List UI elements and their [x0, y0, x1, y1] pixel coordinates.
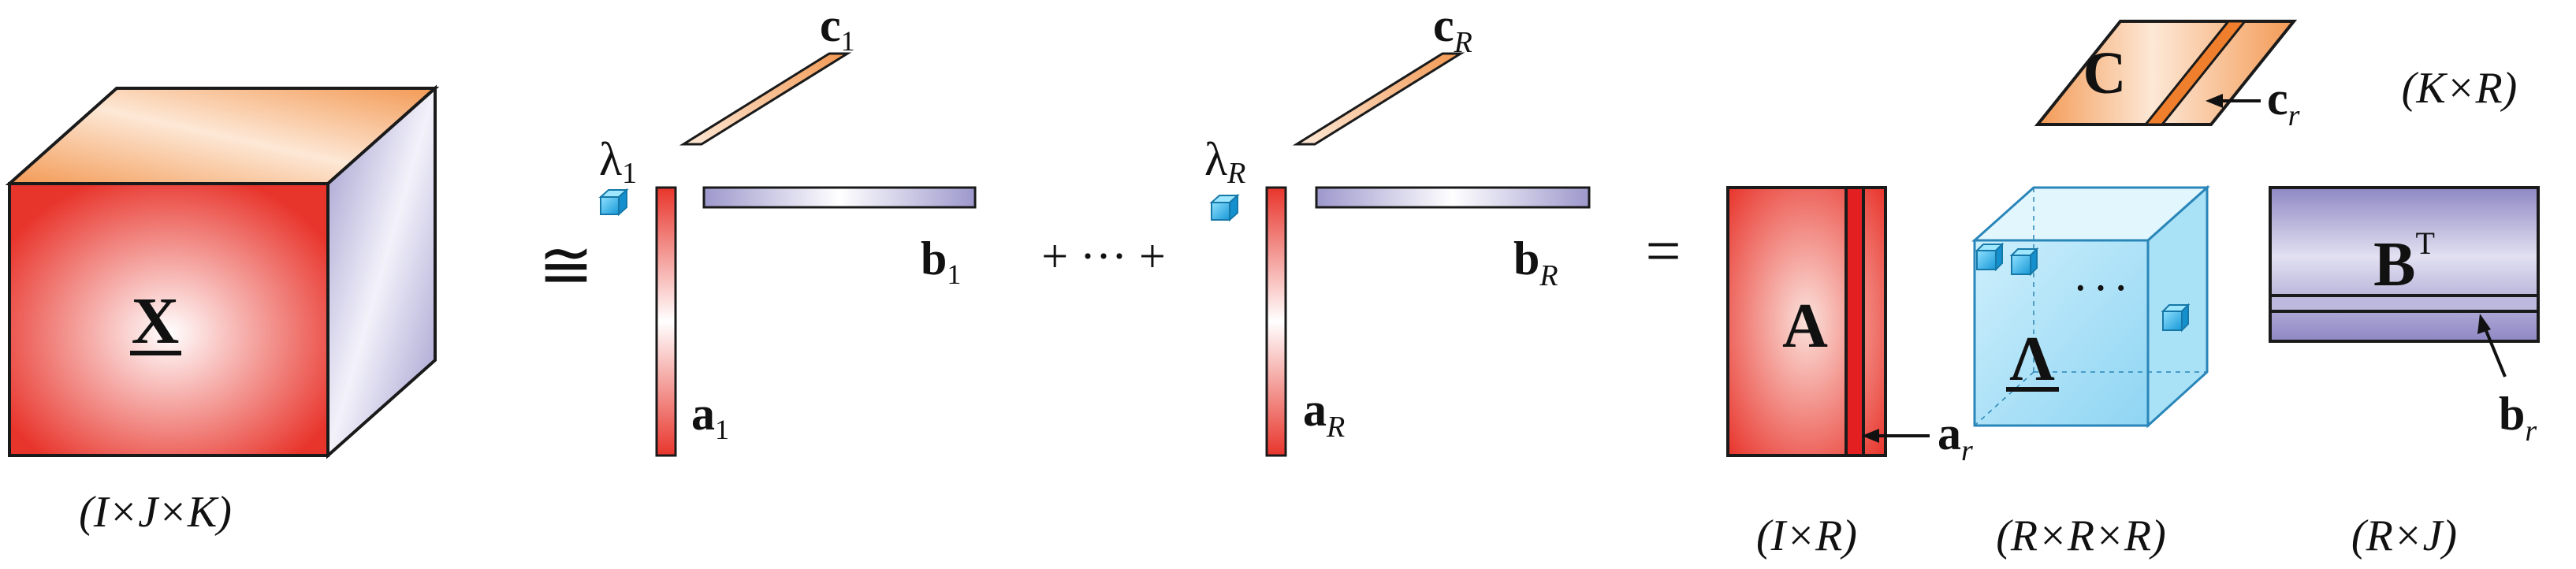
- matrix-c-label: C: [2083, 40, 2127, 106]
- matrix-a: A ar (I×R): [1726, 186, 1973, 560]
- approx-symbol: ≅: [538, 229, 594, 303]
- equals-symbol: =: [1645, 217, 1681, 286]
- vector-bR-label: bR: [1513, 232, 1558, 292]
- tensor-dims: (I×J×K): [79, 488, 232, 537]
- column-ar-label: ar: [1938, 407, 1973, 467]
- vector-c1: [679, 52, 852, 146]
- core-dims: (R×R×R): [1996, 511, 2166, 560]
- tensor-front-face: [8, 182, 329, 457]
- arrow-ar-head: [1862, 429, 1879, 443]
- matrix-bt-dims: (R×J): [2351, 511, 2457, 560]
- vector-b1: [702, 186, 977, 209]
- row-br-label: br: [2499, 388, 2537, 448]
- lambda-1-symbol: λ1: [599, 133, 637, 190]
- vector-aR-label: aR: [1303, 384, 1345, 444]
- vector-a1: [655, 186, 677, 457]
- lambda-R-cube: [1209, 193, 1240, 222]
- matrix-c: C cr (K×R): [2034, 20, 2518, 132]
- tensor-x: X (I×J×K): [5, 84, 440, 537]
- vector-b1-label: b1: [921, 232, 961, 290]
- core-front-face: [1973, 239, 2150, 427]
- matrix-bt-label: BT: [2373, 225, 2435, 299]
- matrix-c-row-cr: [2142, 20, 2248, 126]
- tensor-symbol: X: [132, 284, 180, 358]
- core-diagonal-cube-1: [1975, 242, 2005, 272]
- core-diagonal-cube-2: [2009, 247, 2039, 277]
- arrow-cr-head: [2206, 94, 2223, 108]
- vector-c1-label: c1: [820, 0, 855, 57]
- rank-one-term-R: λR aR bR cR: [1204, 0, 1591, 457]
- matrix-a-column-ar: [1845, 186, 1865, 457]
- core-tensor-lambda: · · · Λ (R×R×R): [1971, 184, 2210, 560]
- matrix-c-dims: (K×R): [2402, 64, 2518, 113]
- vector-aR: [1265, 186, 1287, 457]
- matrix-bt-row-br: [2269, 294, 2540, 313]
- row-cr-label: cr: [2267, 73, 2300, 132]
- vector-bR: [1315, 186, 1591, 209]
- lambda-1-cube: [598, 188, 629, 217]
- vector-a1-label: a1: [691, 388, 729, 445]
- matrix-bt: BT br (R×J): [2269, 186, 2540, 560]
- matrix-a-label: A: [1782, 292, 1828, 361]
- vector-cR: [1292, 52, 1465, 146]
- vector-cR-label: cR: [1433, 0, 1472, 59]
- matrix-a-dims: (I×R): [1756, 511, 1857, 560]
- core-diagonal-cube-R: [2161, 303, 2191, 333]
- arrow-br-shaft: [2481, 322, 2507, 377]
- rank-one-term-1: λ1 a1 b1 c1: [598, 0, 977, 457]
- plus-ellipsis: + ··· +: [1041, 230, 1166, 282]
- arrow-br-head: [2477, 314, 2491, 334]
- core-ellipsis: · · ·: [2075, 269, 2127, 307]
- core-hidden-edge: [1974, 371, 2034, 426]
- core-label: Λ: [2009, 325, 2054, 394]
- matrix-bt-body: [2269, 186, 2540, 343]
- lambda-R-symbol: λR: [1204, 133, 1245, 190]
